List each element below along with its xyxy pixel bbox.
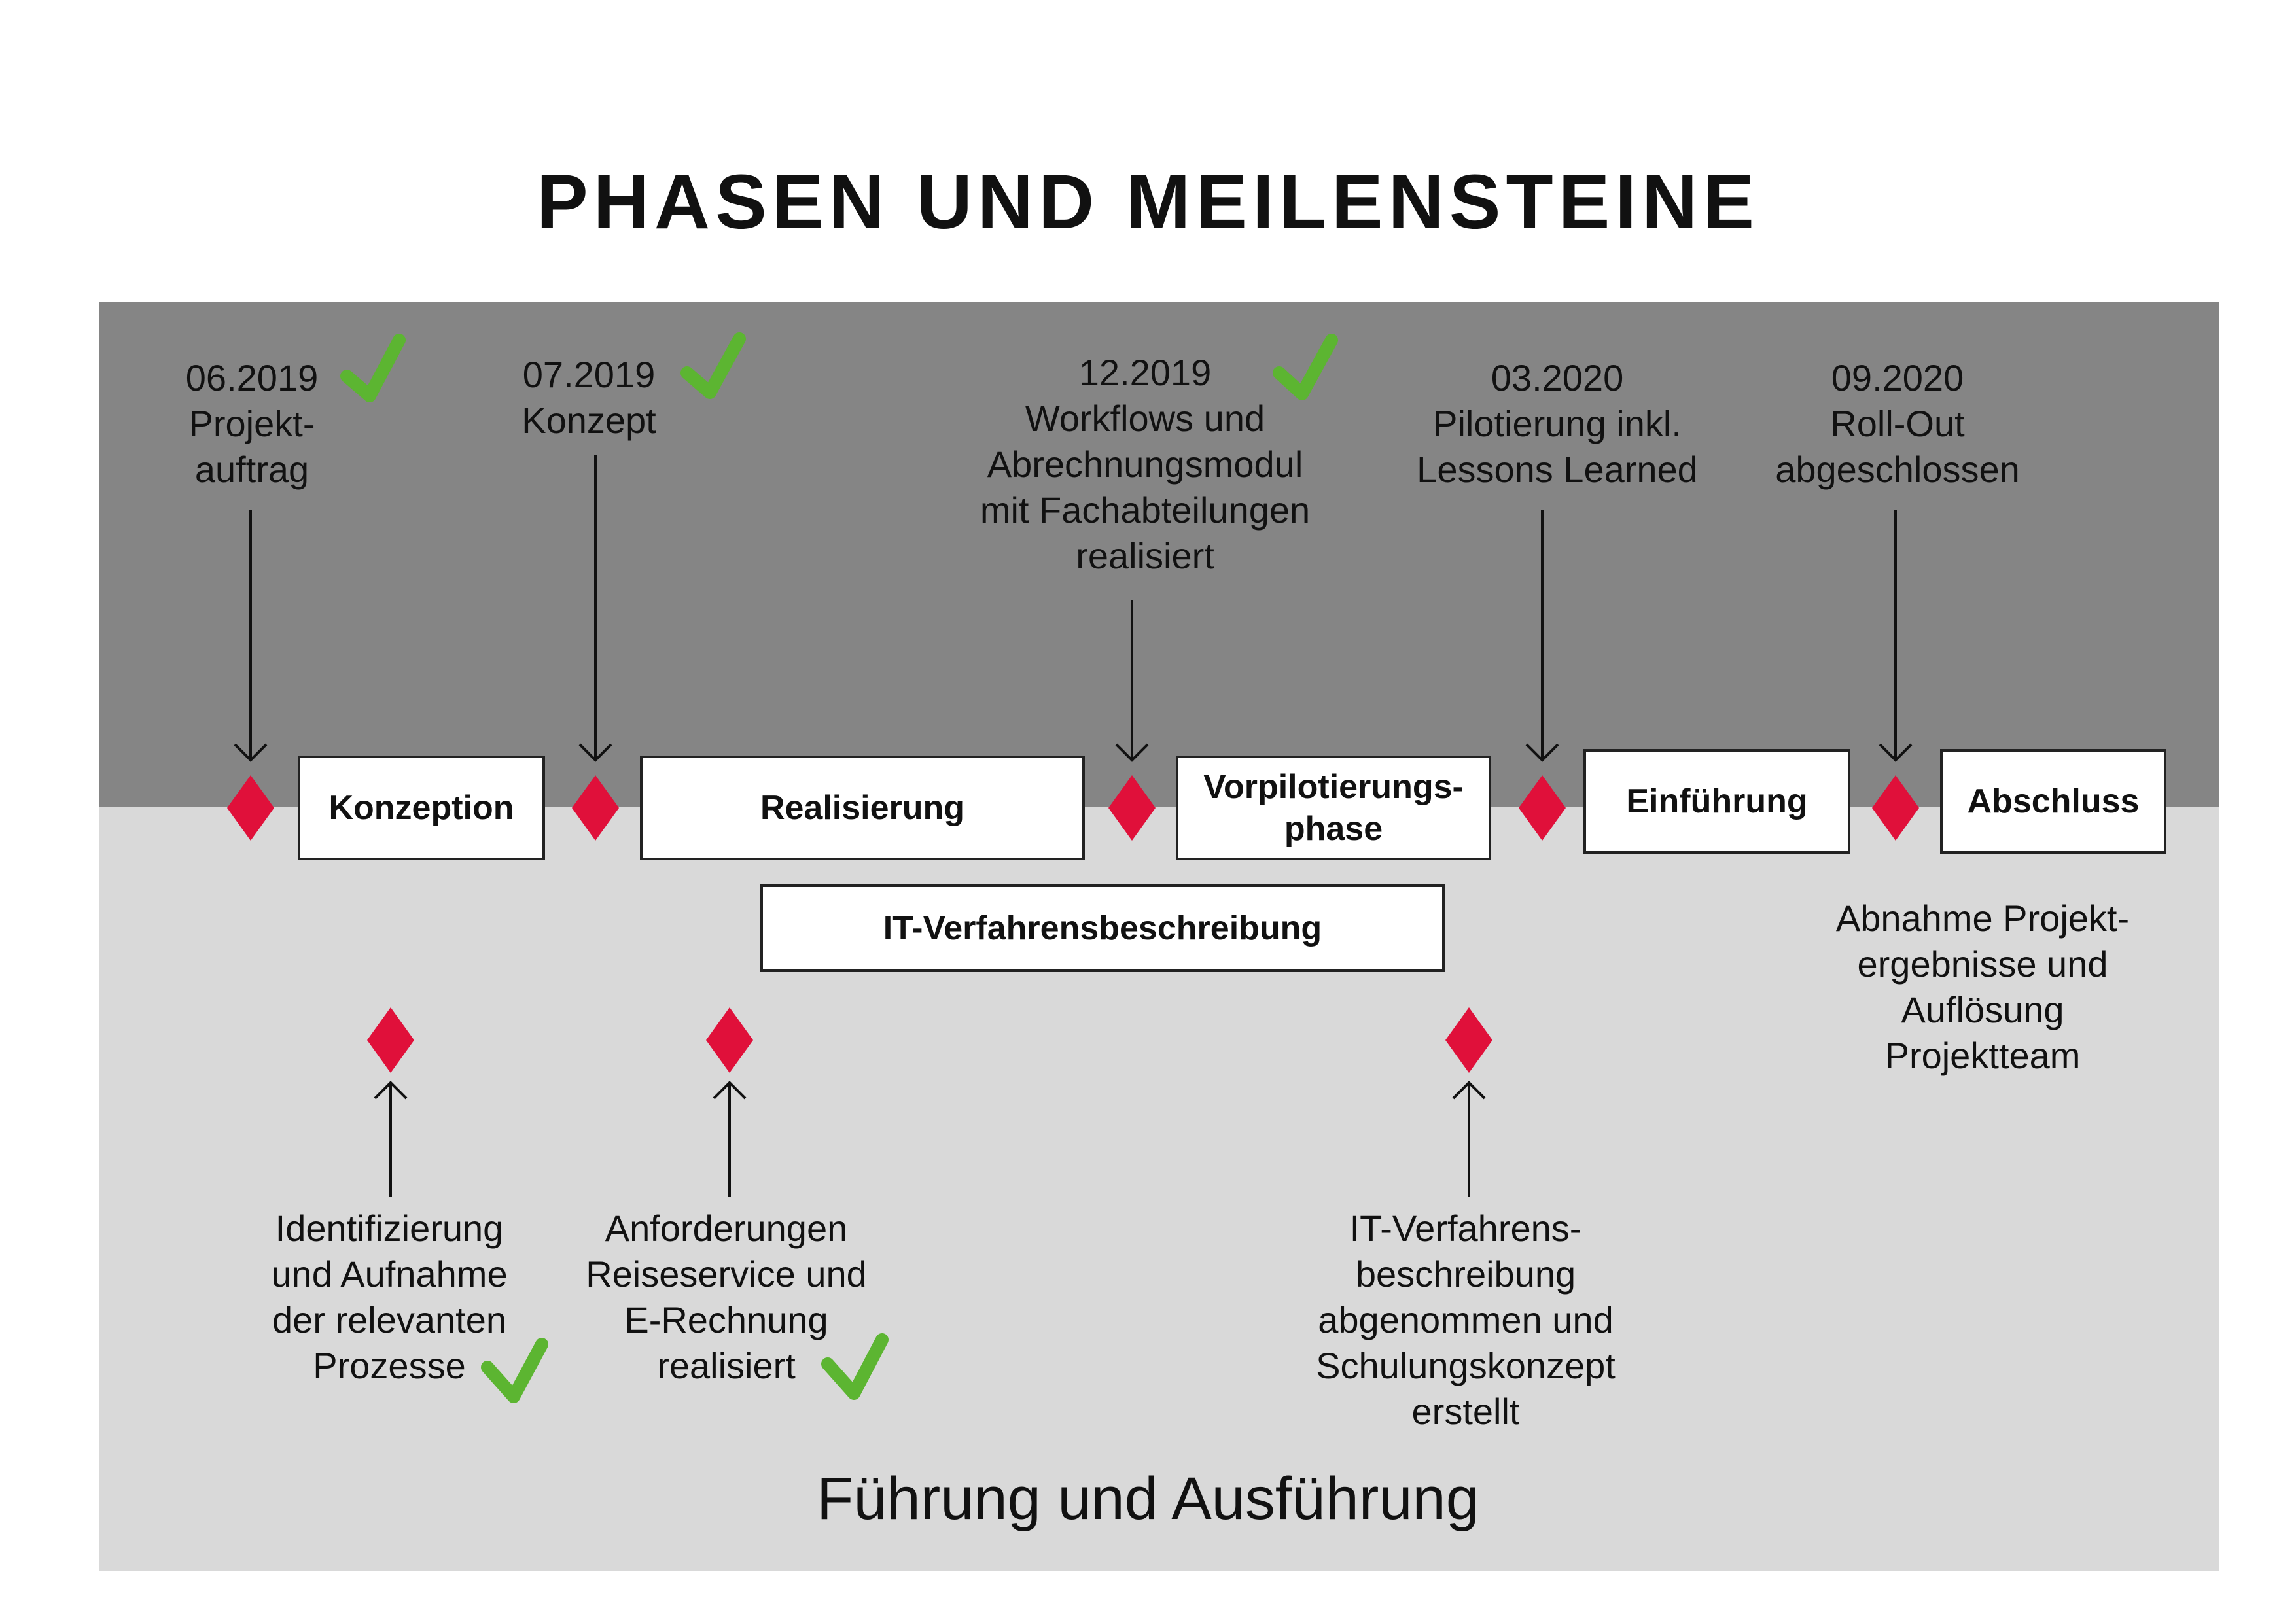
phase-box-abschluss: Abschluss — [1940, 749, 2166, 854]
milestone-diamond-6 — [367, 1007, 414, 1073]
milestone-diamond-1 — [227, 775, 274, 841]
check-icon-2 — [680, 332, 746, 399]
milestone-date-1: 06.2019 — [185, 357, 319, 398]
milestone-diamond-8 — [1445, 1007, 1492, 1073]
phase-box-konzeption: Konzeption — [298, 756, 545, 860]
milestone-text-3: Workflows und Abrechnungsmodul mit Facha… — [980, 398, 1311, 576]
milestone-diamond-7 — [706, 1007, 753, 1073]
arrow-up-3 — [1452, 1081, 1486, 1197]
arrow-down-1 — [234, 510, 268, 762]
checkmarks — [340, 332, 1338, 1403]
phase-box-it-verfahrensbeschreibung: IT-Verfahrensbeschreibung — [760, 884, 1445, 972]
milestone-diamonds — [227, 775, 1919, 1073]
closing-note: Abnahme Projekt- ergebnisse und Auflösun… — [1835, 898, 2130, 1076]
milestone-date-4: 03.2020 — [1491, 357, 1624, 398]
milestone-diamond-3 — [1108, 775, 1156, 841]
check-icon-4 — [481, 1338, 548, 1403]
arrow-down-5 — [1879, 510, 1913, 762]
milestone-text-5: Roll-Out abgeschlossen — [1775, 403, 2020, 490]
phase-box-realisierung: Realisierung — [640, 756, 1085, 860]
phase-box-einfuehrung: Einführung — [1583, 749, 1850, 854]
top-arrows — [234, 455, 1913, 762]
footer-label: Führung und Ausführung — [817, 1465, 1479, 1532]
milestone-text-2: Konzept — [521, 400, 656, 441]
milestone-date-5: 09.2020 — [1831, 357, 1964, 398]
check-icon-1 — [340, 334, 406, 402]
check-icon-5 — [821, 1333, 889, 1400]
milestone-diamond-2 — [572, 775, 619, 841]
milestone-text-4: Pilotierung inkl. Lessons Learned — [1417, 403, 1698, 490]
milestone-text-1: Projekt- auftrag — [188, 403, 315, 490]
phase-box-vorpilotierung: Vorpilotierungs- phase — [1176, 756, 1491, 860]
upper-band — [99, 302, 2219, 807]
arrow-down-3 — [1115, 600, 1149, 762]
milestone-date-2: 07.2019 — [522, 354, 656, 395]
bottom-arrows — [374, 1081, 1486, 1197]
milestone-diamond-5 — [1872, 775, 1919, 841]
bottom-milestone-text-1: Identifizierung und Aufnahme der relevan… — [271, 1208, 508, 1386]
bottom-milestone-text-3: IT-Verfahrens- beschreibung abgenommen u… — [1316, 1208, 1616, 1432]
bottom-milestone-text-2: Anforderungen Reiseservice und E-Rechnun… — [586, 1208, 867, 1386]
page-title: PHASEN UND MEILENSTEINE — [537, 159, 1759, 245]
milestone-date-3: 12.2019 — [1078, 352, 1212, 393]
arrow-down-4 — [1525, 510, 1559, 762]
arrow-down-2 — [578, 455, 612, 762]
check-icon-3 — [1273, 334, 1338, 400]
arrow-up-1 — [374, 1081, 408, 1197]
arrow-up-2 — [713, 1081, 747, 1197]
milestone-diamond-4 — [1519, 775, 1566, 841]
